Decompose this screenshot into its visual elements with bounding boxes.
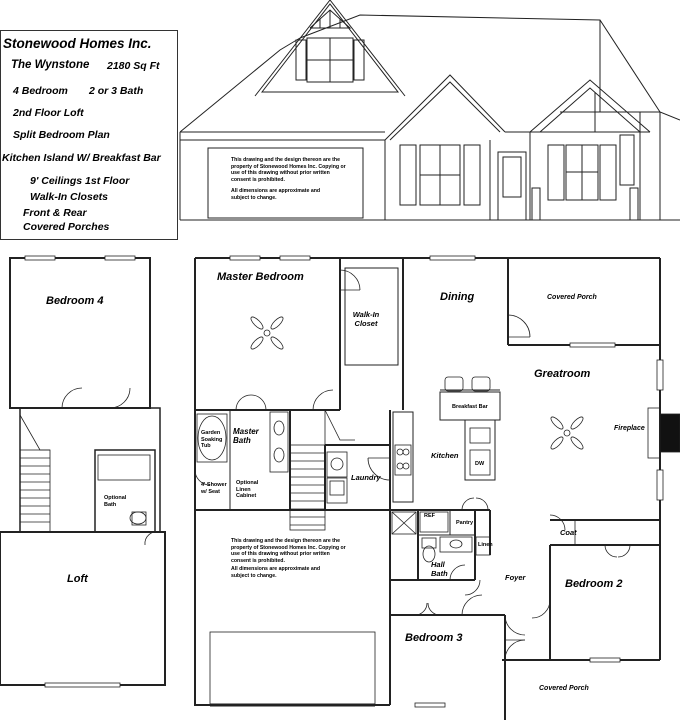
room-label-walk-in-closet: Walk-In Closet	[352, 310, 380, 328]
room-label-fireplace: Fireplace	[614, 425, 645, 432]
room-label-dishwasher: DW	[475, 461, 485, 467]
room-label-coat: Coat	[560, 528, 577, 537]
room-label-linen: Linen	[478, 542, 493, 548]
elevation-copyright-notice: This drawing and the design thereon are …	[231, 157, 346, 183]
room-label-laundry: Laundry	[351, 473, 381, 482]
elevation-dimensions-notice: All dimensions are approximate and subje…	[231, 188, 321, 201]
room-label-shower: 4' Shower w/ Seat	[201, 482, 227, 495]
info-box: Stonewood Homes Inc. The Wynstone 2180 S…	[0, 30, 178, 240]
upper-floor-plan	[0, 257, 166, 686]
feature-porches-1: Front & Rear	[23, 207, 87, 219]
feature-porches-2: Covered Porches	[23, 221, 110, 233]
room-label-bedroom-3: Bedroom 3	[405, 632, 463, 644]
room-label-greatroom: Greatroom	[534, 368, 591, 380]
room-label-master-bedroom: Master Bedroom	[217, 271, 304, 283]
plan-copyright-notice: This drawing and the design thereon are …	[231, 538, 346, 564]
room-label-master-bath: Master Bath	[233, 427, 259, 445]
feature-loft: 2nd Floor Loft	[13, 107, 84, 119]
plan-dimensions-notice: All dimensions are approximate and subje…	[231, 566, 321, 579]
room-label-breakfast-bar: Breakfast Bar	[452, 404, 488, 410]
feature-kitchen-island: Kitchen Island W/ Breakfast Bar	[2, 152, 161, 164]
room-label-optional-bath: Optional Bath	[104, 495, 127, 508]
feature-split-bedroom: Split Bedroom Plan	[13, 129, 110, 141]
room-label-kitchen: Kitchen	[431, 451, 459, 460]
room-label-covered-porch-rear: Covered Porch	[547, 294, 597, 301]
room-label-hall-bath: Hall Bath	[431, 560, 448, 578]
upper-stairs	[19, 255, 161, 688]
main-floor-plan	[194, 257, 661, 720]
room-label-loft: Loft	[67, 573, 88, 585]
bath-count: 2 or 3 Bath	[89, 85, 144, 97]
bedroom-count: 4 Bedroom	[13, 85, 68, 97]
room-label-bedroom-2: Bedroom 2	[565, 578, 623, 590]
room-label-bedroom-4: Bedroom 4	[46, 295, 104, 307]
front-elevation	[179, 0, 680, 221]
feature-ceilings: 9' Ceilings 1st Floor	[30, 175, 130, 187]
room-label-pantry: Pantry	[456, 520, 474, 526]
room-label-garden-tub: Garden Soaking Tub	[201, 430, 223, 449]
feature-closets: Walk-In Closets	[30, 191, 108, 203]
room-label-linen-cabinet: Optional Linen Cabinet	[236, 480, 259, 499]
square-footage: 2180 Sq Ft	[107, 60, 160, 72]
company-name: Stonewood Homes Inc.	[3, 36, 152, 51]
main-floor-details	[194, 255, 680, 708]
room-label-foyer: Foyer	[505, 573, 526, 582]
room-label-dining: Dining	[440, 291, 475, 303]
room-label-refrigerator: REF	[424, 513, 435, 519]
plan-name: The Wynstone	[11, 59, 90, 71]
room-label-covered-porch-front: Covered Porch	[539, 685, 589, 692]
